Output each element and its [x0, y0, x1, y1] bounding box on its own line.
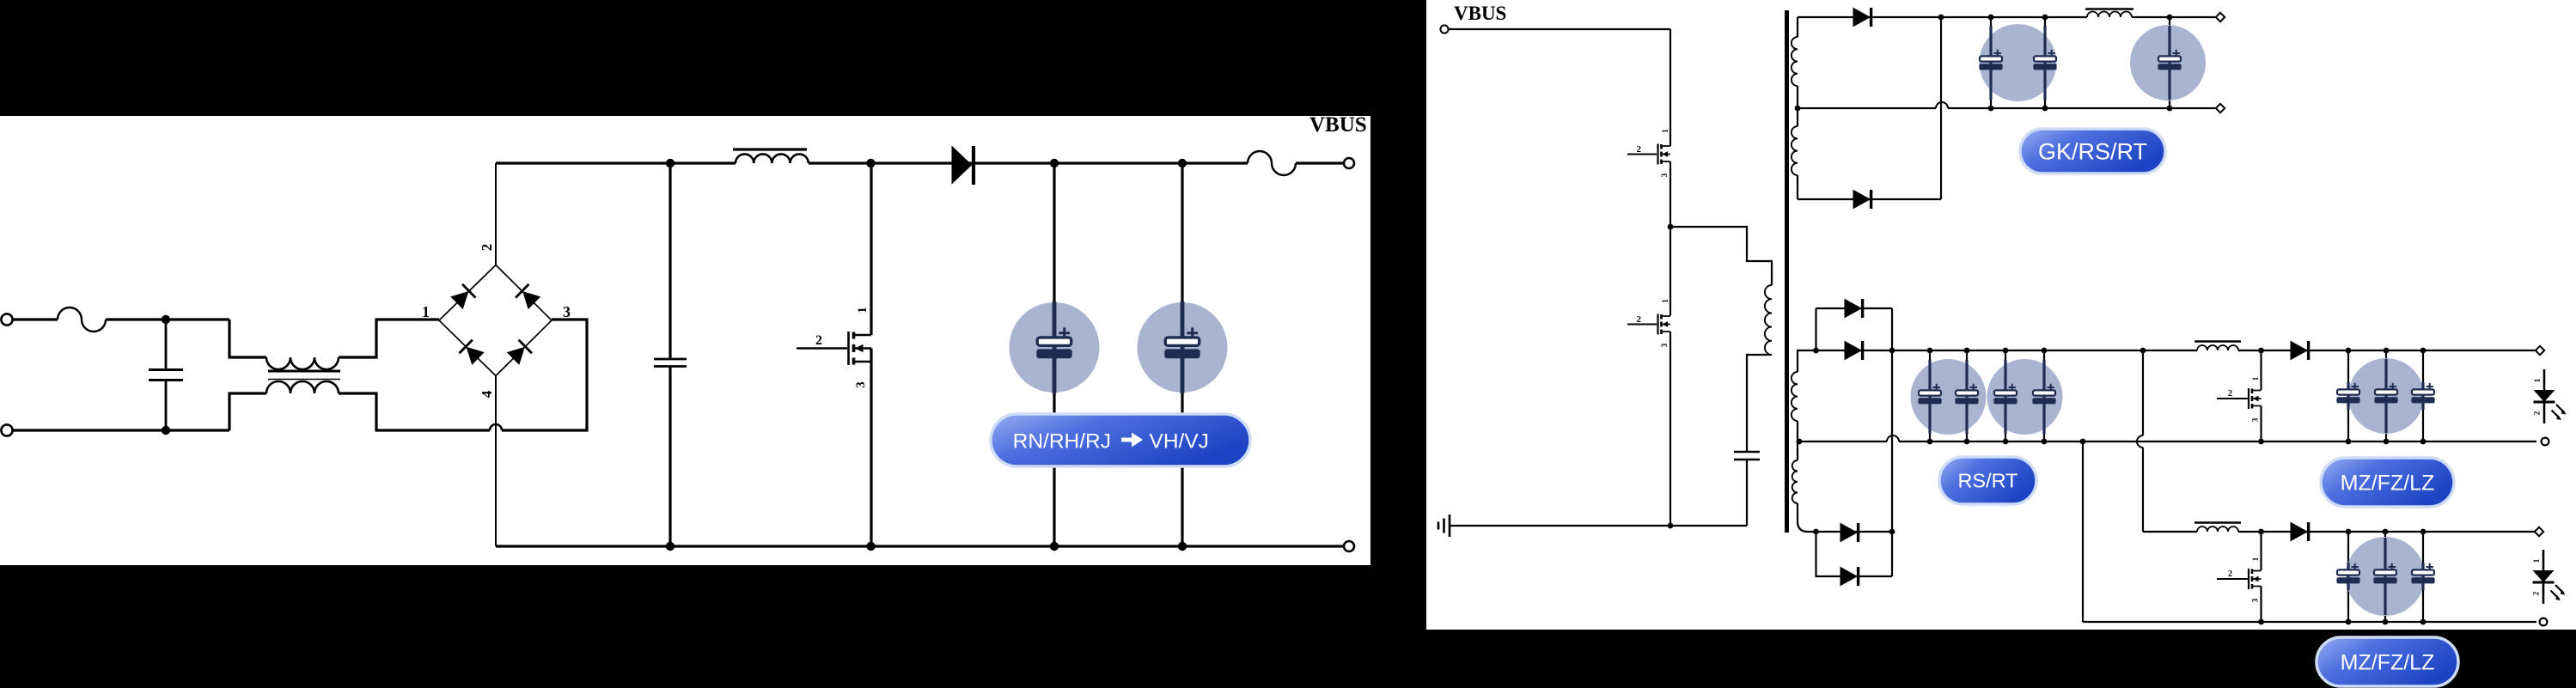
svg-text:1: 1: [422, 303, 430, 320]
svg-text:1: 1: [1661, 129, 1670, 133]
svg-text:1: 1: [1661, 299, 1670, 303]
svg-text:3: 3: [1660, 173, 1669, 177]
svg-text:2: 2: [2533, 411, 2542, 415]
svg-text:RN/RH/RJ: RN/RH/RJ: [1013, 430, 1111, 454]
svg-text:2: 2: [2228, 569, 2232, 579]
svg-text:RS/RT: RS/RT: [1957, 470, 2017, 492]
svg-text:3: 3: [2251, 417, 2260, 422]
svg-text:2: 2: [2228, 389, 2232, 399]
svg-text:MZ/FZ/LZ: MZ/FZ/LZ: [2341, 650, 2435, 674]
svg-text:GK/RS/RT: GK/RS/RT: [2038, 138, 2147, 164]
svg-text:3: 3: [854, 381, 868, 388]
svg-text:1: 1: [2533, 378, 2542, 382]
svg-text:3: 3: [2251, 598, 2260, 602]
svg-text:VBUS: VBUS: [1454, 3, 1506, 24]
svg-text:2: 2: [2532, 591, 2541, 595]
svg-text:3: 3: [1660, 343, 1669, 347]
svg-text:1: 1: [2251, 376, 2260, 381]
svg-text:2: 2: [1637, 144, 1642, 155]
svg-text:4: 4: [479, 390, 495, 398]
svg-text:2: 2: [479, 244, 495, 252]
svg-text:2: 2: [1637, 314, 1642, 325]
svg-text:1: 1: [2251, 557, 2260, 561]
svg-text:VBUS: VBUS: [1309, 113, 1367, 137]
svg-text:1: 1: [2532, 558, 2541, 563]
svg-text:VH/VJ: VH/VJ: [1150, 430, 1209, 454]
svg-text:MZ/FZ/LZ: MZ/FZ/LZ: [2341, 471, 2435, 495]
svg-text:1: 1: [856, 307, 870, 314]
svg-text:2: 2: [815, 333, 822, 348]
svg-text:3: 3: [563, 303, 571, 320]
